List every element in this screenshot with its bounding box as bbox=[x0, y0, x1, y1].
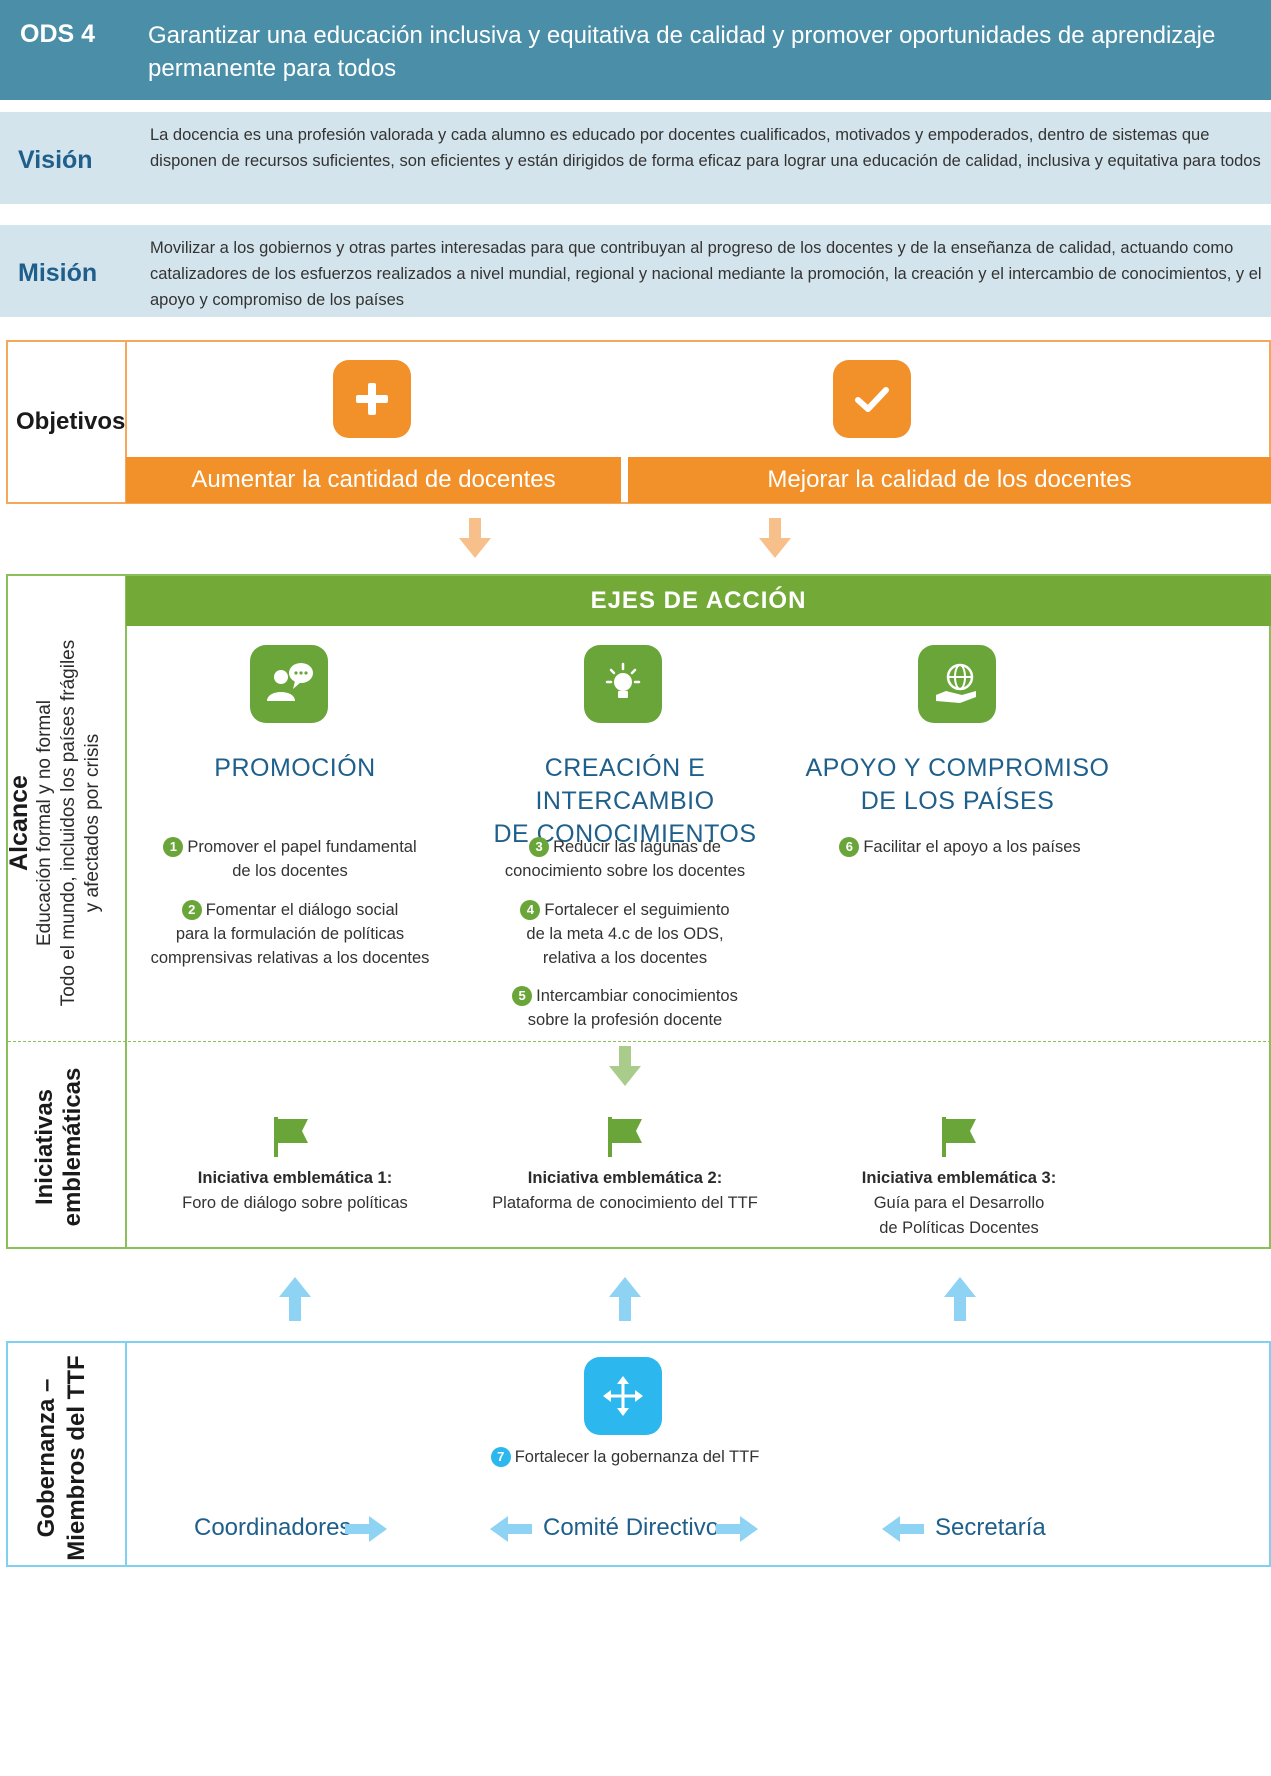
objective-quantity: Aumentar la cantidad de docentes bbox=[126, 457, 621, 503]
flag-icon bbox=[272, 1117, 310, 1162]
axis-title-support: APOYO Y COMPROMISO DE LOS PAÍSES bbox=[805, 754, 1110, 815]
flag-icon bbox=[940, 1117, 978, 1162]
mission-text: Movilizar a los gobiernos y otras partes… bbox=[150, 239, 1262, 309]
number-badge: 3 bbox=[529, 837, 550, 857]
governance-divider bbox=[125, 1341, 127, 1567]
objectives-label: Objetivos bbox=[16, 408, 126, 435]
number-badge: 4 bbox=[520, 900, 541, 920]
scope-label: Alcance Educación formal y no formal Tod… bbox=[5, 593, 115, 1053]
arrow-down-icon bbox=[755, 518, 795, 567]
arrow-down-icon bbox=[605, 1046, 645, 1095]
flag-icon bbox=[606, 1117, 644, 1162]
arrow-right-icon bbox=[345, 1514, 389, 1549]
objectives-divider bbox=[125, 340, 127, 504]
number-badge: 5 bbox=[512, 986, 533, 1006]
scope-line-1: Educación formal y no formal bbox=[34, 699, 55, 947]
body-secretariat: Secretaría bbox=[935, 1514, 1046, 1541]
arrow-up-icon bbox=[275, 1275, 315, 1328]
scope-title: Alcance bbox=[5, 775, 33, 871]
dashed-separator bbox=[8, 1041, 1271, 1042]
vision-text: La docencia es una profesión valorada y … bbox=[150, 126, 1261, 170]
arrow-up-icon bbox=[940, 1275, 980, 1328]
objective-quality: Mejorar la calidad de los docentes bbox=[628, 457, 1271, 503]
move-arrows-icon bbox=[584, 1357, 662, 1435]
body-steering-committee: Comité Directivo bbox=[543, 1514, 720, 1541]
arrow-left-icon bbox=[880, 1514, 924, 1549]
initiative-2: Iniciativa emblemática 2: Plataforma de … bbox=[492, 1169, 758, 1212]
globe-hand-icon bbox=[918, 645, 996, 723]
scope-line-2: Todo el mundo, incluidos los países frág… bbox=[58, 639, 79, 1007]
axes-divider bbox=[125, 574, 127, 1249]
vision-label: Visión bbox=[18, 146, 93, 174]
number-badge: 1 bbox=[163, 837, 184, 857]
action-axes-header: EJES DE ACCIÓN bbox=[126, 576, 1271, 626]
ods-header: ODS 4 Garantizar una educación inclusiva… bbox=[0, 0, 1271, 100]
number-badge: 7 bbox=[490, 1447, 511, 1467]
action-axes-box bbox=[6, 574, 1271, 1249]
axis-title-knowledge: CREACIÓN E INTERCAMBIO DE CONOCIMIENTOS bbox=[493, 754, 757, 848]
arrow-left-icon bbox=[488, 1514, 532, 1549]
mission-band: Misión Movilizar a los gobiernos y otras… bbox=[0, 225, 1271, 317]
plus-icon bbox=[333, 360, 411, 438]
vision-band: Visión La docencia es una profesión valo… bbox=[0, 112, 1271, 204]
initiative-1: Iniciativa emblemática 1: Foro de diálog… bbox=[182, 1169, 408, 1212]
ods-text: Garantizar una educación inclusiva y equ… bbox=[148, 22, 1216, 82]
arrow-up-icon bbox=[605, 1275, 645, 1328]
number-badge: 2 bbox=[181, 900, 202, 920]
scope-line-3: y afectados por crisis bbox=[82, 733, 103, 913]
objectives-box bbox=[6, 340, 1271, 504]
initiative-3: Iniciativa emblemática 3: Guía para el D… bbox=[861, 1169, 1057, 1237]
mission-label: Misión bbox=[18, 259, 98, 287]
governance-box bbox=[6, 1341, 1271, 1567]
lightbulb-icon bbox=[584, 645, 662, 723]
axis-title-promotion: PROMOCIÓN bbox=[214, 754, 376, 782]
initiatives-label: Iniciativas emblemáticas bbox=[31, 1067, 86, 1227]
arrow-down-icon bbox=[455, 518, 495, 567]
ods-number: ODS 4 bbox=[20, 20, 96, 48]
body-coordinators: Coordinadores bbox=[194, 1514, 352, 1541]
arrow-right-icon bbox=[716, 1514, 760, 1549]
number-badge: 6 bbox=[839, 837, 860, 857]
governance-label: Gobernanza – Miembros del TTF bbox=[33, 1355, 90, 1561]
check-icon bbox=[833, 360, 911, 438]
people-chat-icon bbox=[250, 645, 328, 723]
